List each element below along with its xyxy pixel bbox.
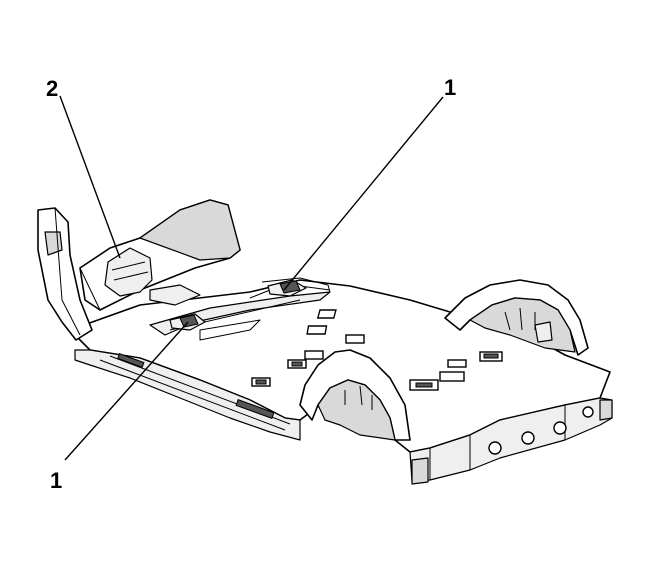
seat-anchor-rear: [169, 313, 206, 331]
callout-label-1-top: 1: [444, 75, 456, 100]
callout-label-2: 2: [46, 76, 58, 101]
driver-heel-pad: [104, 247, 153, 297]
leader-line-1-bottom: [64, 321, 189, 461]
left-sill: [74, 349, 301, 441]
sill-slot: [235, 399, 275, 419]
crossmember-hole: [488, 441, 502, 455]
leader-line-2: [59, 95, 121, 259]
callout-label-1-bottom: 1: [50, 468, 62, 493]
leader-line-1-top: [283, 96, 444, 291]
center-tunnel: [149, 291, 331, 336]
